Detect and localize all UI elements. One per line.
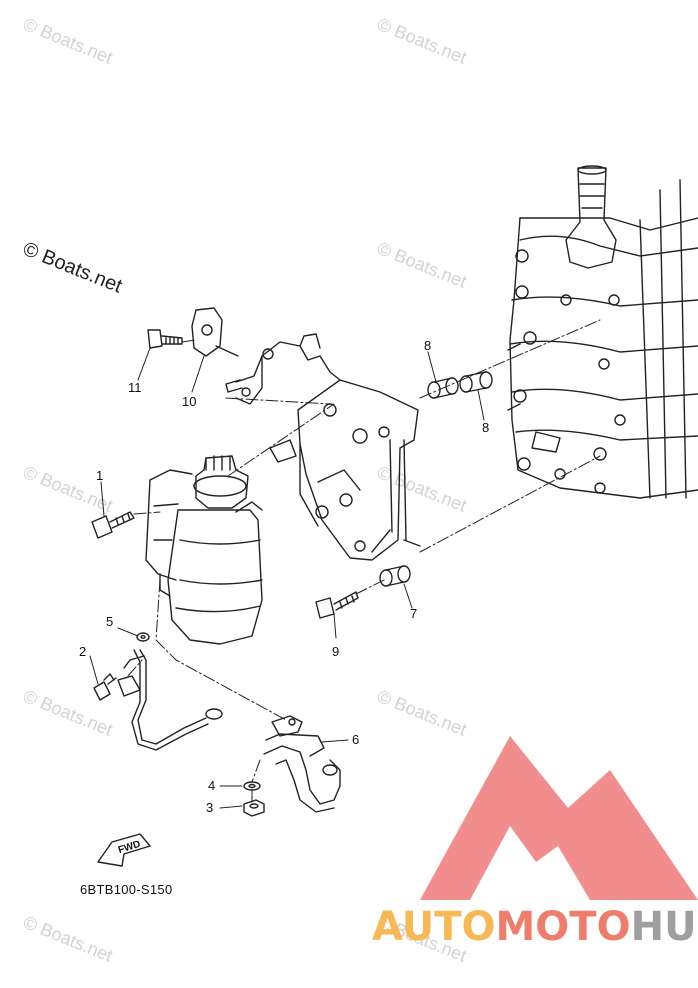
bolt-1 [91,511,135,539]
brand-part-1: AUTO [372,904,496,950]
callout-8-upper: 8 [424,338,432,353]
callout-leaders [89,347,485,809]
brand-part-2: MOTO [495,904,631,950]
engine-block [507,165,698,499]
screw-2 [93,673,117,701]
plate-10 [191,307,239,357]
washer-5 [136,632,150,642]
callout-8-lower: 8 [482,420,490,435]
harness-plug [225,333,341,405]
callout-7: 7 [410,606,418,621]
callout-6: 6 [352,732,360,747]
ground-lead-6 [263,715,341,813]
bolt-9 [315,591,359,619]
collar-8-upper [427,377,459,399]
collar-7 [379,565,411,587]
starter-motor [145,455,263,645]
bolt-11 [147,329,183,349]
starter-bracket [269,379,421,561]
automotohub-logo-icon [420,736,698,900]
brand-part-3: HUB [630,904,698,950]
collar-8-lower [459,371,493,393]
diagram-code: 6BTB100-S150 [80,882,173,897]
callout-10: 10 [182,394,197,409]
callout-3: 3 [206,800,214,815]
battery-cable [117,649,223,751]
nut-3 [243,799,265,817]
washer-4 [243,781,261,791]
fwd-arrow-icon [97,833,151,867]
callout-1: 1 [96,468,104,483]
callout-11: 11 [128,380,142,395]
callout-9: 9 [332,644,340,659]
alignment-lines [127,319,601,803]
callout-4: 4 [208,778,216,793]
callout-2: 2 [79,644,87,659]
callout-5: 5 [106,614,114,629]
automotohub-brand: AUTOMOTOHUB [372,904,698,950]
